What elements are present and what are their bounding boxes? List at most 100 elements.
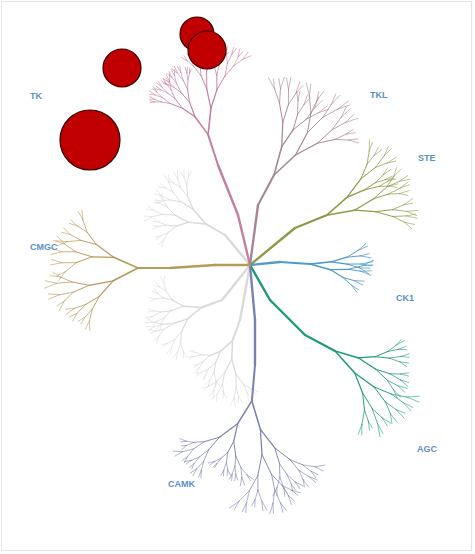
tree-branch	[226, 54, 227, 64]
tree-branch	[286, 78, 288, 89]
tree-branch	[189, 68, 190, 74]
tree-branch	[177, 343, 180, 352]
tree-branch	[236, 474, 238, 480]
tree-branch	[270, 503, 273, 514]
tree-branch	[376, 357, 390, 358]
tree-branch	[45, 281, 56, 283]
tree-branch	[238, 401, 252, 424]
tree-branch	[335, 134, 346, 139]
tree-branch	[62, 262, 76, 263]
tree-branch	[275, 448, 290, 460]
tree-branch	[355, 373, 363, 393]
tree-branch	[186, 185, 188, 197]
tree-branch	[147, 326, 154, 327]
tree-branch	[182, 457, 187, 461]
tree-branch	[232, 466, 235, 474]
tree-branch	[262, 501, 263, 511]
tree-branch	[150, 97, 155, 100]
tree-branch	[181, 188, 188, 197]
tree-branch	[189, 357, 194, 360]
tree-branch	[196, 372, 202, 373]
tree-branch	[205, 380, 210, 385]
tree-branch	[242, 503, 246, 512]
tree-trunk	[250, 265, 255, 320]
tree-trunk	[270, 300, 305, 335]
tree-branch	[159, 82, 162, 87]
tree-branch	[64, 228, 70, 235]
tree-branch	[180, 172, 184, 177]
tree-branch	[378, 424, 381, 437]
family-label: TK	[30, 92, 42, 101]
tree-branch	[221, 452, 228, 458]
tree-branch	[169, 183, 173, 193]
tree-branch	[181, 343, 184, 351]
tree-branch	[236, 374, 244, 384]
tree-branch	[152, 226, 158, 229]
tree-branch	[400, 374, 408, 376]
tree-branch	[376, 163, 388, 168]
tree-branch	[332, 123, 345, 130]
tree-branch	[299, 470, 303, 480]
tree-branch	[315, 465, 325, 467]
tree-branch	[186, 441, 194, 442]
tree-branch	[233, 320, 241, 341]
tree-branch	[232, 359, 236, 374]
tree-branch	[183, 449, 194, 452]
tree-branch	[331, 262, 347, 264]
tree-branch	[289, 78, 291, 90]
tree-branch	[244, 384, 248, 392]
tree-branch	[164, 175, 169, 182]
tree-branch	[275, 490, 281, 503]
tree-branch	[365, 410, 369, 421]
tree-branch	[361, 167, 376, 178]
tree-branch	[201, 76, 207, 90]
tree-branch	[258, 175, 274, 205]
tree-branch	[206, 224, 225, 235]
tree-branch	[335, 351, 355, 373]
tree-branch	[225, 359, 232, 372]
tree-branch	[235, 474, 236, 481]
tree-branch	[190, 69, 192, 73]
tree-branch	[157, 92, 162, 98]
tree-branch	[177, 170, 178, 178]
tree-branch	[160, 183, 165, 188]
tree-branch	[153, 225, 159, 227]
tree-branch	[188, 356, 193, 357]
tree-branch	[216, 381, 220, 387]
tree-branch	[349, 266, 363, 270]
tree-branch	[389, 193, 400, 195]
tree-branch	[66, 308, 75, 310]
tree-branch	[66, 308, 74, 314]
tree-branch	[349, 140, 359, 143]
tree-branch	[345, 118, 358, 122]
highlight-circle	[103, 49, 141, 87]
tree-branch	[384, 147, 388, 156]
tree-branch	[311, 471, 316, 478]
tree-branch	[155, 100, 162, 103]
tree-branch	[156, 201, 162, 204]
tree-branch	[230, 398, 234, 406]
tree-branch	[184, 177, 187, 185]
tree-branch	[280, 464, 288, 475]
tree-branch	[51, 252, 62, 255]
tree-branch	[183, 170, 184, 177]
tree-trunk	[170, 265, 215, 268]
tree-branch	[158, 293, 164, 298]
tree-branch	[213, 464, 217, 468]
tree-branch	[162, 343, 168, 345]
tree-branch	[197, 461, 204, 469]
tree-branch	[283, 105, 289, 123]
tree-branch	[359, 358, 376, 369]
tree-branch	[351, 285, 358, 290]
tree-branch	[238, 52, 243, 57]
tree-branch	[400, 194, 408, 196]
tree-branch	[255, 490, 258, 500]
tree-branch	[400, 373, 409, 374]
tree-branch	[188, 197, 194, 210]
tree-branch	[214, 372, 216, 380]
tree-branch	[355, 199, 374, 211]
tree-branch	[150, 331, 156, 333]
tree-branch	[190, 464, 195, 468]
tree-branch	[195, 352, 201, 354]
